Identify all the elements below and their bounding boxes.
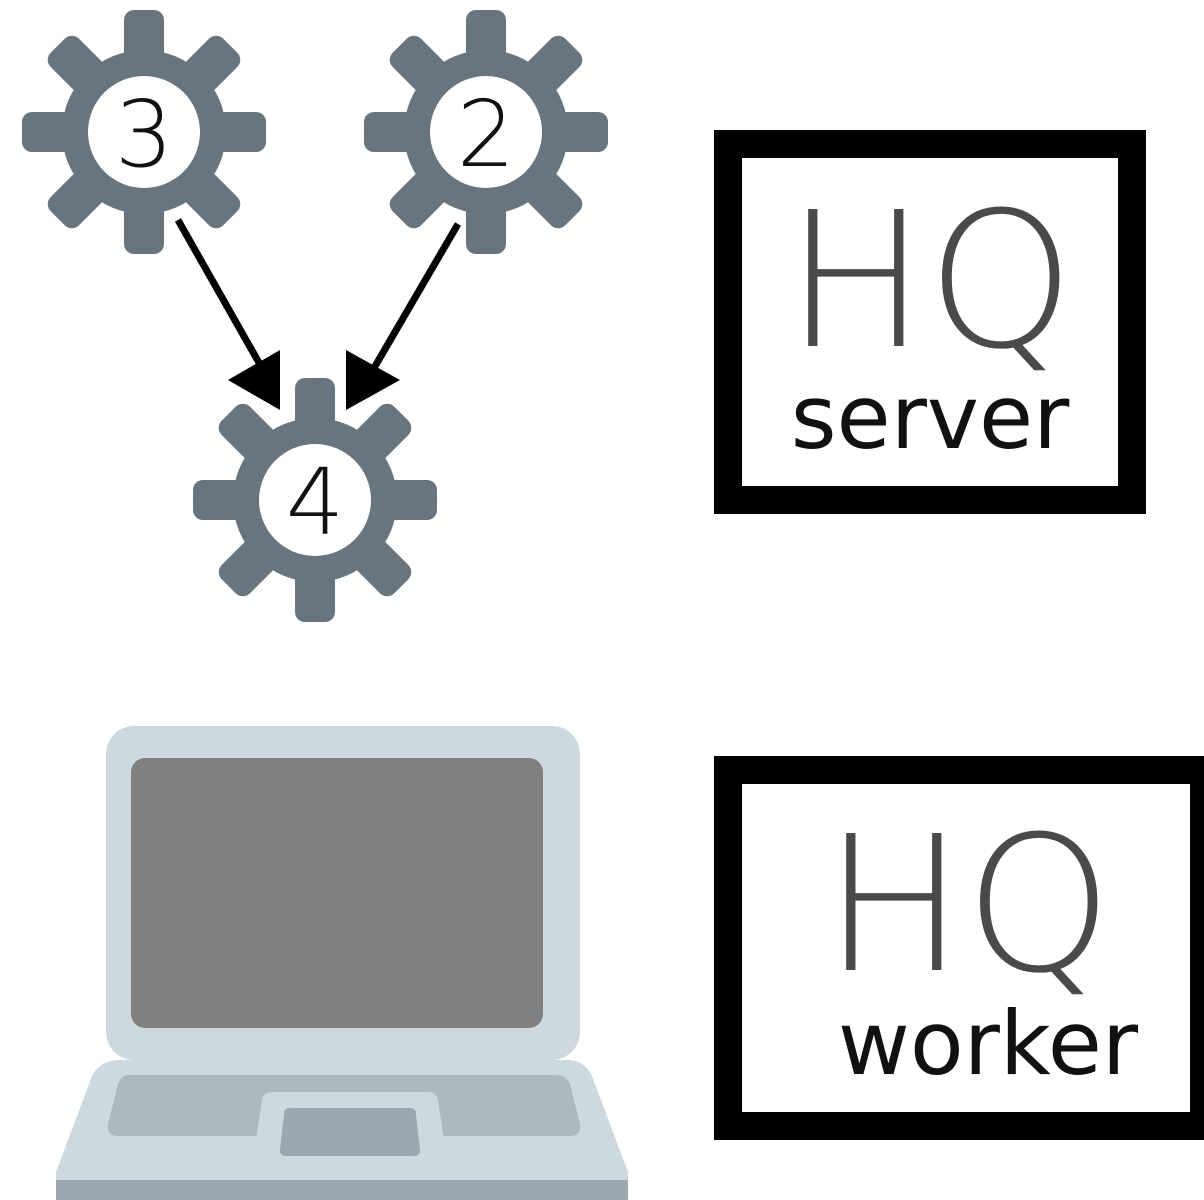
task-label: 2 (457, 81, 516, 188)
task-node-3: 3 (22, 10, 266, 254)
edge-3-to-4 (174, 218, 280, 410)
hq-server-title: HQ (785, 172, 1074, 391)
hq-server-box: HQ server (714, 130, 1146, 514)
arrowhead-icon (228, 350, 280, 410)
hq-server-subtitle: server (791, 366, 1070, 469)
hq-worker-title: HQ (823, 796, 1112, 1015)
laptop-icon (56, 726, 628, 1200)
task-node-2: 2 (364, 10, 608, 254)
task-label: 3 (115, 81, 174, 188)
task-label: 4 (286, 449, 345, 556)
hq-worker-box: HQ worker (714, 756, 1204, 1140)
task-node-4: 4 (193, 378, 437, 622)
edge-2-to-4 (346, 222, 462, 410)
hq-worker-subtitle: worker (838, 992, 1139, 1095)
arrowhead-icon (346, 350, 400, 410)
